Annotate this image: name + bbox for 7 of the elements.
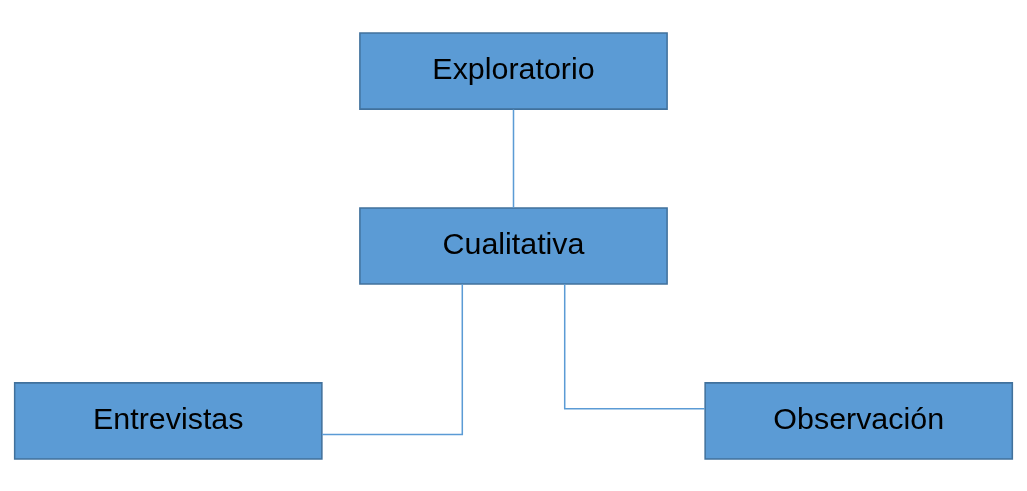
node-box: Entrevistas — [13, 381, 323, 460]
connector — [512, 108, 515, 208]
node-box: Cualitativa — [359, 206, 668, 285]
node-box: Exploratorio — [359, 31, 668, 110]
node-box: Observación — [704, 381, 1014, 460]
connector — [321, 282, 464, 435]
connector — [563, 282, 706, 409]
